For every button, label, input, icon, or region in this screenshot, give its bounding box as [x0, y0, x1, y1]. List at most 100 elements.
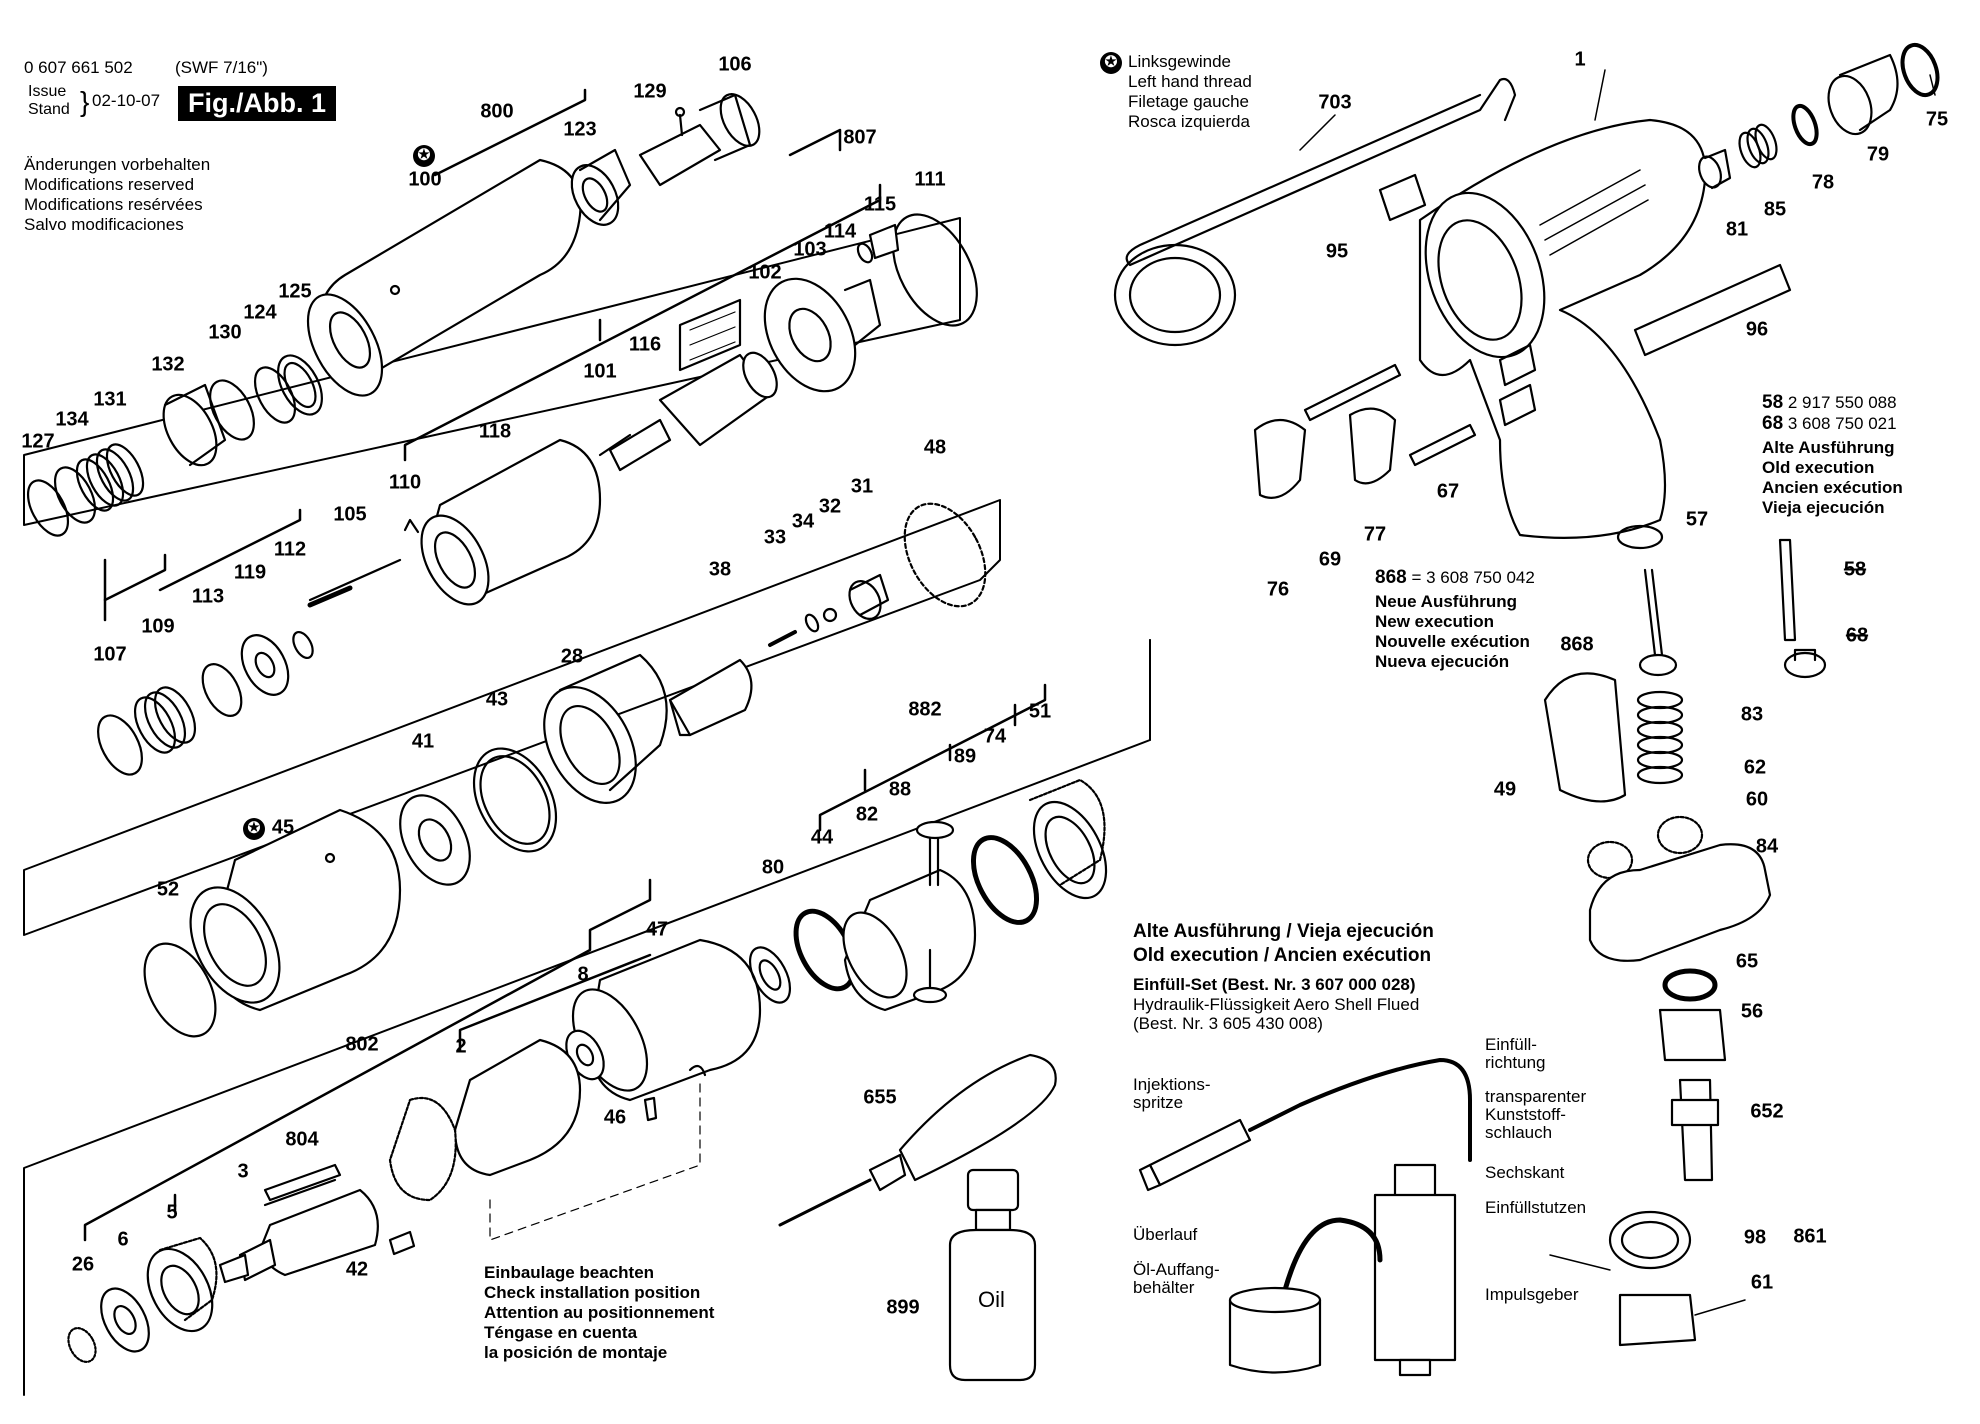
part-125-ring: [277, 354, 323, 416]
part-32-ball: [822, 607, 838, 623]
part-label: 112: [273, 538, 307, 561]
part-label: 130: [208, 321, 242, 344]
part-label: 41: [411, 730, 435, 753]
part-label: 132: [151, 353, 185, 376]
part-80-washer: [748, 946, 792, 1004]
part-label: 45: [271, 816, 295, 839]
part-119-bearing: [240, 634, 290, 696]
part-label: 89: [953, 745, 977, 768]
part-95-label: [1378, 173, 1427, 222]
part-label: 868: [1560, 633, 1594, 656]
part-652-nipple: [1670, 1078, 1720, 1182]
fill-set-title-1: Alte Ausführung / Vieja ejecución: [1133, 921, 1434, 942]
alt-58-line: 58 2 917 550 088: [1762, 392, 1897, 413]
label-transparent-1: transparenter: [1485, 1087, 1587, 1106]
star-icon: ✪: [413, 145, 435, 167]
part-2-clutch-body: [388, 1038, 582, 1202]
part-label: 65: [1735, 950, 1759, 973]
part-label: 68: [1845, 624, 1869, 647]
label-einfullstutzen: Einfüllstutzen: [1485, 1198, 1587, 1217]
part-127-circlip: [26, 479, 70, 537]
part-67-pin: [1408, 423, 1477, 467]
panel-band-2: [23, 499, 1001, 936]
modifications-note: Änderungen vorbehalten Modifications res…: [24, 155, 211, 234]
part-label: 1: [1574, 48, 1586, 71]
label-einfull-2: richtung: [1485, 1053, 1546, 1072]
part-60-sieve: [1656, 815, 1704, 855]
part-label: 82: [855, 803, 879, 826]
part-3-anvil-shaft: [218, 1188, 379, 1284]
part-label: 95: [1325, 240, 1349, 263]
part-68-valve: [1783, 648, 1827, 679]
part-label: 123: [563, 118, 597, 141]
part-label: 134: [55, 408, 89, 431]
part-label: 103: [793, 238, 827, 261]
part-label: 32: [818, 495, 842, 518]
part-38-shaft: [668, 658, 753, 737]
part-label: 131: [93, 388, 127, 411]
brace: }: [80, 86, 90, 117]
label-sechskant: Sechskant: [1485, 1163, 1565, 1182]
part-label: 26: [71, 1253, 95, 1276]
part-label: 110: [388, 471, 422, 494]
part-52-circlip: [143, 942, 217, 1038]
part-111-oring: [892, 213, 978, 327]
part-88-valve-disc: [915, 820, 955, 887]
part-label: 81: [1725, 218, 1749, 241]
part-69-pin: [1303, 363, 1402, 422]
part-label: 2: [455, 1035, 467, 1058]
part-42-key: [388, 1230, 416, 1256]
part-label: 6: [117, 1228, 129, 1251]
part-74-oring: [970, 835, 1040, 925]
part-131-spring: [75, 443, 145, 512]
part-label: 882: [908, 698, 942, 721]
part-label: 46: [603, 1106, 627, 1129]
label-ol-1: Öl-Auffang-: [1133, 1260, 1220, 1279]
label-uberlauf: Überlauf: [1133, 1225, 1198, 1244]
part-label: 51: [1028, 700, 1052, 723]
part-85-spring: [1738, 123, 1778, 169]
part-label: 80: [761, 856, 785, 879]
part-45-hammer-housing: [189, 808, 402, 1012]
part-5-nut: [146, 1236, 218, 1333]
issue-date: 02-10-07: [92, 91, 161, 110]
fill-set-fluid: Hydraulik-Flüssigkeit Aero Shell Flued: [1133, 995, 1420, 1014]
part-label: 8: [577, 963, 589, 986]
part-hanger-ring: [1113, 243, 1237, 347]
part-43-oring: [472, 747, 558, 853]
part-34-washer: [804, 613, 820, 633]
part-76-trigger: [1253, 418, 1307, 499]
part-49-filter: [1543, 672, 1627, 803]
part-label: 807: [843, 126, 877, 149]
part-58-pin: [1778, 538, 1797, 642]
part-118-cylinder-housing: [420, 438, 602, 606]
part-label: 861: [1793, 1225, 1827, 1248]
part-label: 105: [333, 503, 367, 526]
part-105-spring-pin: [307, 558, 402, 608]
part-label: 804: [285, 1128, 319, 1151]
part-label: 3: [237, 1160, 249, 1183]
part-label: 28: [560, 645, 584, 668]
part-28-clutch-sleeve: [543, 653, 668, 804]
part-label: 96: [1745, 318, 1769, 341]
oil-bottle-label: Oil: [978, 1287, 1005, 1312]
part-label: 47: [645, 918, 669, 941]
part-label: 111: [914, 168, 946, 191]
part-label: 100: [408, 168, 442, 191]
part-123-bushing: [570, 148, 632, 226]
fill-set-order: Einfüll-Set (Best. Nr. 3 607 000 028): [1133, 975, 1416, 994]
part-label: 75: [1925, 108, 1949, 131]
part-109-spring: [133, 686, 197, 754]
model: (SWF 7/16"): [175, 58, 268, 77]
part-46-pin: [643, 1096, 658, 1122]
part-label: 703: [1318, 91, 1352, 114]
part-label: 802: [345, 1033, 379, 1056]
left-thread-star-icon: ✪: [1100, 52, 1122, 74]
part-804-key: [263, 1163, 342, 1207]
part-89-valve-pin: [912, 948, 948, 1004]
part-label: 52: [156, 878, 180, 901]
part-label: 800: [480, 100, 514, 123]
leader-lines: [1299, 69, 1936, 1316]
part-103-cylinder: [763, 277, 882, 393]
part-label: 67: [1436, 480, 1460, 503]
